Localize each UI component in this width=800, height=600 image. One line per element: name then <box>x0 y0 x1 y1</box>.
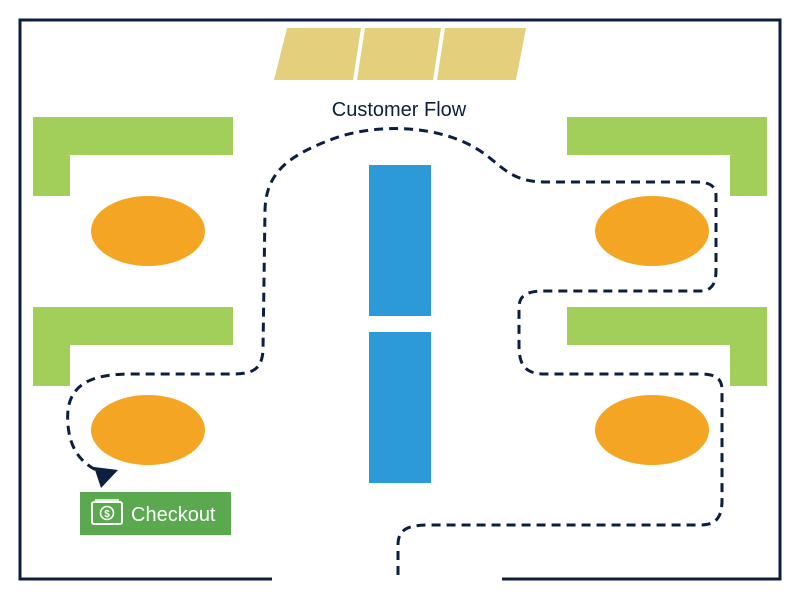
checkout-box <box>80 492 231 535</box>
checkout-button[interactable]: $ Checkout <box>80 492 231 535</box>
table-left-bottom <box>91 395 205 465</box>
svg-text:$: $ <box>104 509 110 520</box>
money-icon: $ <box>91 499 123 525</box>
counter-left-top <box>33 117 233 196</box>
flow-arrow-head <box>94 467 118 488</box>
counter-left-bottom <box>33 307 233 386</box>
table-right-top <box>595 196 709 266</box>
diagram-title: Customer Flow <box>332 99 467 121</box>
center-shelf-bottom <box>369 332 431 483</box>
display-shelf-1 <box>274 28 361 80</box>
display-shelf-3 <box>437 28 526 80</box>
counter-right-top <box>567 117 767 196</box>
table-right-bottom <box>595 395 709 465</box>
store-wall <box>18 18 782 581</box>
display-shelf-2 <box>357 28 441 80</box>
counter-right-bottom <box>567 307 767 386</box>
center-shelf-top <box>369 165 431 316</box>
customer-flow-path <box>66 127 724 575</box>
checkout-label: Checkout <box>131 504 216 526</box>
table-left-top <box>91 196 205 266</box>
